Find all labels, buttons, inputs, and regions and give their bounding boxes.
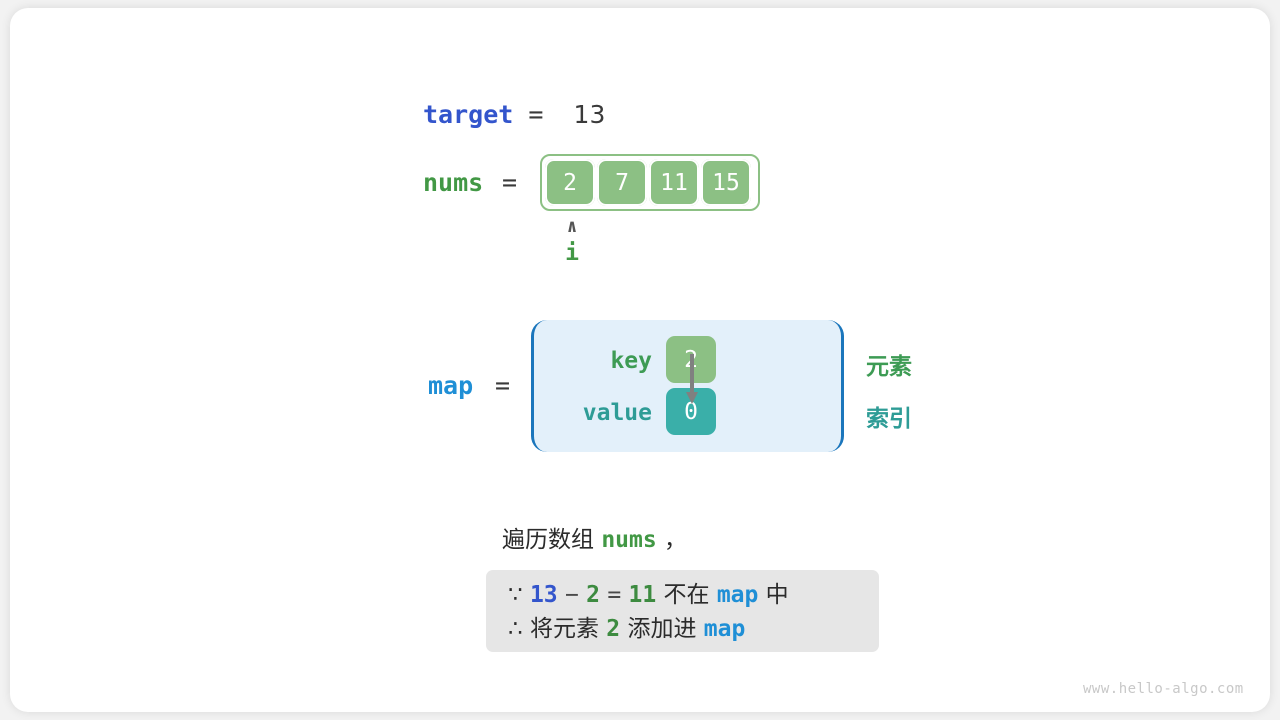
target-label: target [423,100,514,129]
conclusion-not-in-text: 不在 [663,582,710,608]
target-row: target = 13 [423,100,605,129]
pointer-label-i: i [565,240,579,266]
conclusion-box: ∵ 13 − 2 = 11 不在 map 中 ∴ 将元素 2 添加进 map [486,570,879,652]
minus-operator: − [564,582,579,608]
legend-element: 元素 [866,354,912,380]
conclusion-in-text: 中 [765,582,789,608]
equals-operator: = [607,582,622,608]
array-cell[interactable]: 15 [701,159,751,206]
map-value-label: value [582,400,652,426]
nums-equals: = [502,168,518,197]
nums-label: nums [423,168,484,197]
caption-suffix: ， [664,527,688,553]
map-key-label: key [610,348,652,374]
conclusion-complement: 11 [628,582,657,608]
pointer-caret-icon: ∧ [566,216,578,237]
map-equals: = [495,371,511,400]
target-equals: = [528,100,544,129]
conclusion-line-1: ∵ 13 − 2 = 11 不在 map 中 [508,578,857,612]
array-cell[interactable]: 2 [545,159,595,206]
caption-prefix: 遍历数组 [502,527,594,553]
conclusion-add-text: 将元素 [529,616,599,642]
conclusion-target-value: 13 [529,582,558,608]
conclusion-map-keyword: map [703,616,746,642]
diagram-card: target = 13 nums = 2 7 11 15 ∧ i map = k… [10,8,1270,712]
because-symbol: ∵ [508,582,523,608]
conclusion-added-element: 2 [606,616,621,642]
key-to-value-arrow-icon [686,354,698,404]
conclusion-line-2: ∴ 将元素 2 添加进 map [508,612,857,646]
array-frame: 2 7 11 15 [540,154,760,211]
caption-keyword: nums [601,527,657,553]
caption-text: 遍历数组 nums ， [502,520,687,554]
conclusion-current-element: 2 [586,582,600,608]
conclusion-into-text: 添加进 [627,616,697,642]
map-container: key value 2 0 [531,320,844,452]
target-value: 13 [573,100,606,129]
therefore-symbol: ∴ [508,616,523,642]
site-watermark: www.hello-algo.com [1083,681,1244,697]
conclusion-map-keyword: map [716,582,759,608]
array-cell[interactable]: 7 [597,159,647,206]
map-label: map [428,371,474,400]
legend-index: 索引 [866,406,912,432]
array-cell[interactable]: 11 [649,159,699,206]
